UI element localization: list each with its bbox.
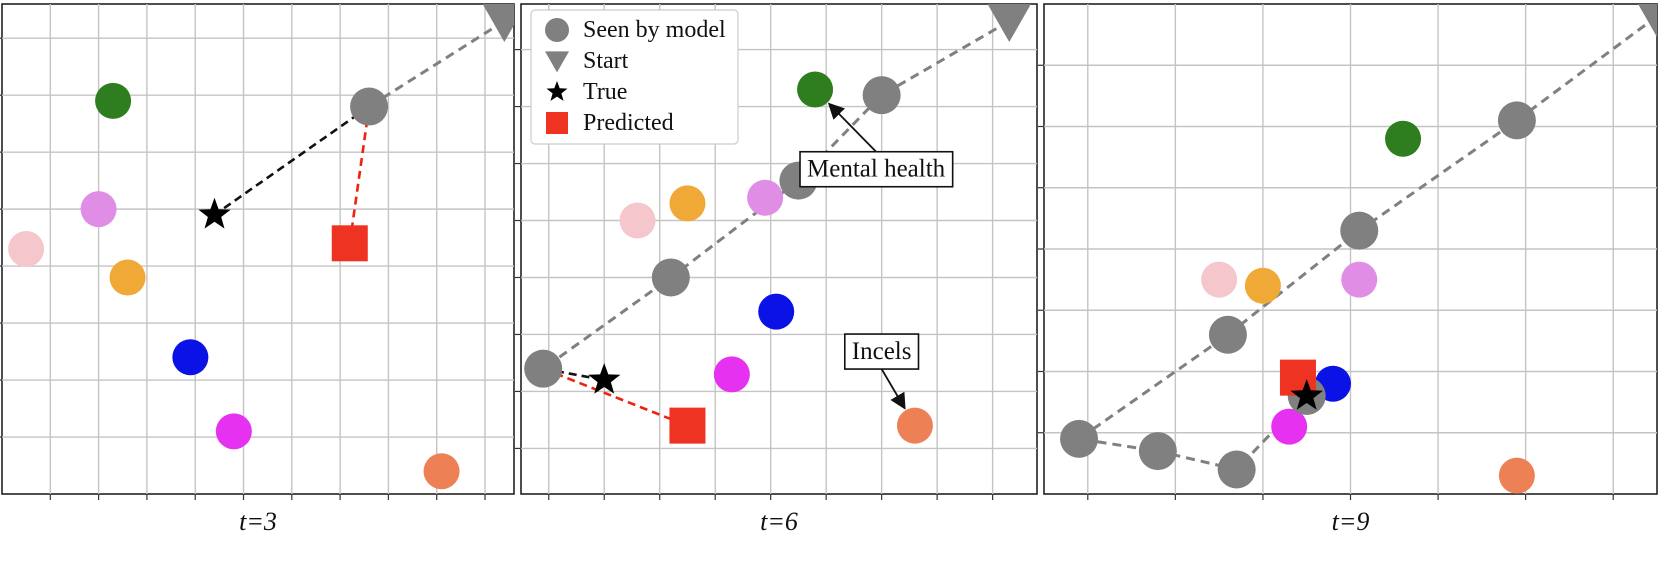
annotation-arrow	[880, 368, 906, 410]
seen-point	[1340, 211, 1379, 250]
seen-point	[1208, 315, 1247, 354]
seen-path-line	[368, 19, 506, 108]
seen-point	[1217, 450, 1256, 489]
annotation: Incels	[843, 333, 920, 410]
topic-point	[423, 453, 460, 490]
annotation-label: Incels	[852, 338, 912, 365]
legend-marker-triangle	[545, 51, 569, 73]
topic-point	[1244, 267, 1281, 304]
topic-point	[619, 202, 656, 239]
true-marker	[198, 197, 231, 229]
predicted-marker	[331, 225, 368, 262]
topic-point	[215, 413, 252, 450]
true-marker	[1290, 379, 1323, 410]
panel-caption: t=9	[1332, 507, 1370, 536]
topic-point	[1341, 261, 1378, 298]
seen-point	[862, 76, 901, 115]
topic-point	[172, 339, 209, 376]
topic-point	[95, 82, 132, 119]
panel-3: t=9	[1038, 3, 1658, 536]
predicted-marker	[669, 407, 706, 444]
legend-marker-star	[546, 81, 568, 101]
topic-point	[1385, 120, 1422, 157]
topic-point	[797, 71, 834, 108]
topic-point	[896, 407, 933, 444]
panel-frame	[1, 3, 515, 495]
legend-label: True	[583, 79, 627, 105]
plot-area	[8, 4, 514, 490]
annotation-arrow	[827, 102, 877, 153]
topic-point	[713, 356, 750, 393]
legend-frame	[530, 9, 739, 145]
seen-point	[1060, 419, 1099, 458]
seen-point	[651, 258, 690, 297]
legend-marker-square	[546, 112, 568, 134]
start-marker	[482, 4, 514, 42]
true-link-line	[213, 105, 370, 216]
annotation: Mental health	[799, 102, 954, 188]
annotation-box	[843, 333, 920, 370]
topic-point	[80, 191, 117, 228]
seen-point	[524, 349, 563, 388]
start-marker	[1638, 4, 1657, 38]
true-link-line	[542, 367, 605, 382]
legend-label: Start	[583, 48, 629, 74]
topic-point	[1498, 457, 1535, 494]
legend-label: Seen by model	[583, 17, 726, 43]
annotation-box	[799, 150, 954, 188]
true-marker	[588, 363, 621, 394]
predicted-link-line	[348, 106, 371, 244]
topic-point	[8, 231, 45, 267]
seen-path-line	[542, 19, 1011, 370]
legend-marker-circle	[545, 18, 569, 42]
topic-point	[747, 179, 784, 216]
plot-area	[1060, 4, 1657, 494]
topic-point	[669, 185, 706, 222]
panel-caption: t=3	[239, 507, 277, 536]
topic-point	[109, 259, 146, 296]
annotation-label: Mental health	[807, 156, 946, 183]
start-marker	[987, 4, 1031, 42]
legend-label: Predicted	[583, 110, 674, 136]
topic-point	[1201, 261, 1238, 298]
seen-point	[1138, 432, 1177, 471]
panel-caption: t=6	[760, 507, 798, 536]
topic-point	[758, 293, 795, 330]
seen-point	[1497, 101, 1536, 140]
plot-area	[524, 4, 1031, 444]
seen-point	[350, 87, 389, 126]
panel-1: t=3	[0, 3, 515, 536]
topic-point	[1271, 408, 1308, 445]
